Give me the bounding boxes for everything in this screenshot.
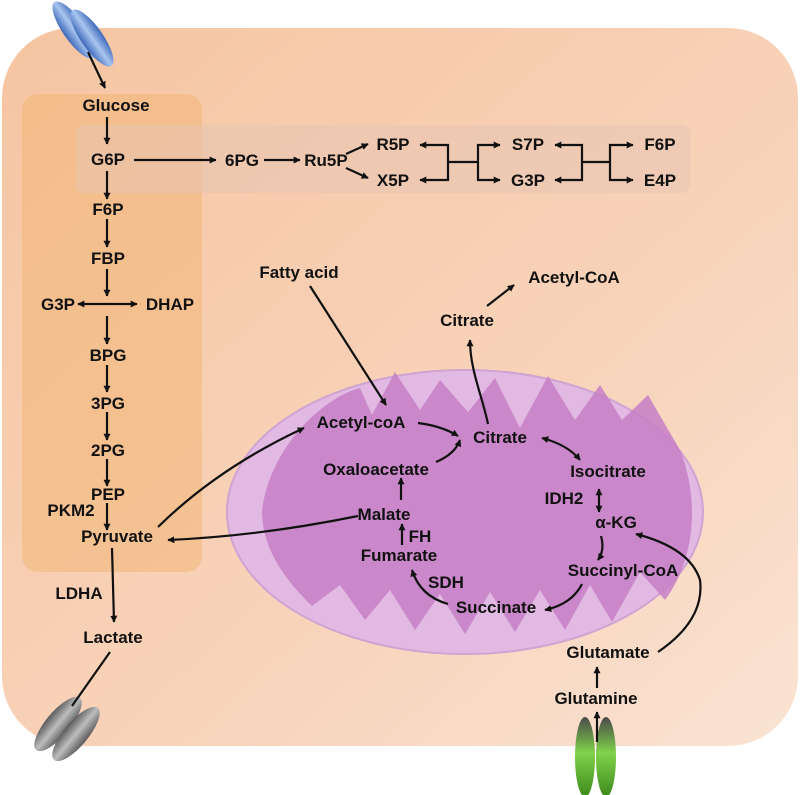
ppp-labels: 6PG Ru5P R5P X5P S7P G3P F6P E4P [225,135,676,190]
tca-labels: Acetyl-coA Citrate Isocitrate IDH2 α-KG … [317,413,679,617]
oxaloacetate-label: Oxaloacetate [323,460,429,479]
6pg-label: 6PG [225,151,259,170]
ldha-label: LDHA [55,584,102,603]
ppp-region [76,125,690,193]
glutamate-label: Glutamate [566,643,649,662]
fbp-label: FBP [91,249,125,268]
fatty-acid-label: Fatty acid [259,263,338,282]
g3p-ppp-label: G3P [511,171,545,190]
lipid-labels: Fatty acid Citrate Acetyl-CoA [259,263,619,330]
glycolysis-labels: Glucose G6P F6P FBP G3P DHAP BPG 3PG 2PG… [41,96,194,647]
idh2-label: IDH2 [545,489,584,508]
fumarate-label: Fumarate [361,546,438,565]
g6p-label: G6P [91,150,125,169]
glutamine-label: Glutamine [554,689,637,708]
ru5p-label: Ru5P [304,151,347,170]
succinate-label: Succinate [456,598,536,617]
r5p-label: R5P [376,135,409,154]
pkm2-label: PKM2 [47,501,94,520]
lactate-label: Lactate [83,628,143,647]
malate-label: Malate [358,505,411,524]
bpg-label: BPG [90,346,127,365]
glycolysis-region [22,94,202,572]
f6p-ppp-label: F6P [644,135,675,154]
x5p-label: X5P [377,171,409,190]
g3p-glycolysis-label: G3P [41,295,75,314]
acetyl-coa-cytosol-label: Acetyl-CoA [528,268,620,287]
sdh-label: SDH [428,573,464,592]
dhap-label: DHAP [146,295,194,314]
3pg-label: 3PG [91,394,125,413]
glutamine-transporter-icon [575,717,616,795]
mitochondrion [226,369,704,655]
fh-label: FH [409,527,432,546]
acetyl-coa-mito-label: Acetyl-coA [317,413,406,432]
isocitrate-label: Isocitrate [570,462,646,481]
pyruvate-label: Pyruvate [81,527,153,546]
glucose-label: Glucose [82,96,149,115]
2pg-label: 2PG [91,441,125,460]
f6p-label: F6P [92,200,123,219]
pep-label: PEP [91,485,125,504]
alpha-kg-label: α-KG [595,513,637,532]
glutamine-labels: Glutamate Glutamine [554,643,649,708]
succinyl-coa-label: Succinyl-CoA [568,561,679,580]
s7p-label: S7P [512,135,544,154]
citrate-mito-label: Citrate [473,428,527,447]
lactate-transporter-icon [34,696,100,762]
e4p-label: E4P [644,171,676,190]
pathway-arrows [71,51,702,742]
citrate-cytosol-label: Citrate [440,311,494,330]
glucose-transporter-icon [52,1,114,67]
